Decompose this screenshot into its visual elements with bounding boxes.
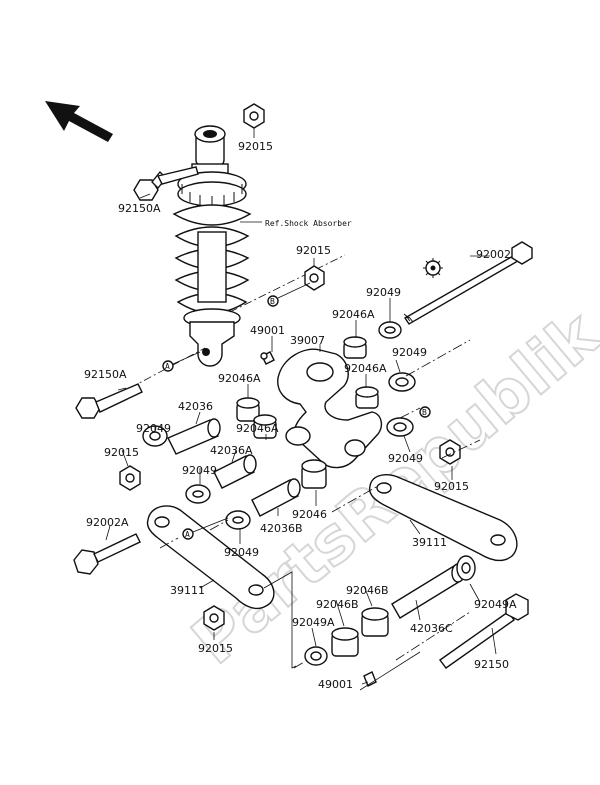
part-labels: 92015 92150A 92015 92002 92049 49001 390…: [84, 140, 517, 691]
bearing-92046b-1: [361, 607, 389, 637]
tie-rod-left: [146, 505, 275, 610]
label-39111: 39111: [412, 536, 447, 549]
collar-92049a-right: [456, 555, 476, 581]
label-92150: 92150: [474, 658, 509, 671]
label-92002: 92002: [476, 248, 511, 261]
collar-92049a-left: [304, 646, 328, 666]
bearing-right: [355, 386, 379, 409]
label-92046a: 92046A: [236, 422, 279, 435]
sleeve-42036a: [213, 454, 257, 489]
label-42036: 42036: [178, 400, 213, 413]
label-92049: 92049: [366, 286, 401, 299]
nut-lower-right: [439, 439, 461, 465]
svg-text:A: A: [185, 530, 190, 539]
long-bolt-upper: [403, 241, 533, 325]
label-92015: 92015: [104, 446, 139, 459]
bearing-left-2: [253, 414, 277, 439]
rocker-arm: [277, 348, 383, 469]
label-92049: 92049: [388, 452, 423, 465]
shock-absorber: [172, 125, 252, 367]
collar-right-1: [388, 372, 416, 392]
collar-right-2: [386, 417, 414, 437]
nut-top: [243, 103, 265, 129]
sleeve-42036: [167, 418, 221, 455]
label-92015: 92015: [238, 140, 273, 153]
label-92015: 92015: [434, 480, 469, 493]
label-92046b: 92046B: [346, 584, 389, 597]
nut-bottom-left: [203, 605, 225, 631]
marker-b-1: B: [267, 295, 279, 307]
label-92015: 92015: [296, 244, 331, 257]
label-92049a: 92049A: [292, 616, 335, 629]
label-39111: 39111: [170, 584, 205, 597]
label-42036b: 42036B: [260, 522, 303, 535]
front-arrow-icon: [45, 101, 113, 142]
label-39007: 39007: [290, 334, 325, 347]
label-92049: 92049: [182, 464, 217, 477]
reference-note: Ref.Shock Absorber: [265, 219, 352, 228]
bearing-upper: [343, 336, 367, 359]
svg-text:A: A: [165, 362, 170, 371]
marker-b-2: B: [419, 406, 431, 418]
label-92049: 92049: [392, 346, 427, 359]
label-42036a: 42036A: [210, 444, 253, 457]
nut-left: [119, 465, 141, 491]
sleeve-42036c: [391, 563, 465, 619]
long-bolt-92150: [439, 593, 529, 669]
label-92015: 92015: [198, 642, 233, 655]
marker-a-1: A: [162, 360, 174, 372]
collar-mid: [185, 484, 211, 504]
bolt-upper: [133, 166, 199, 201]
label-92049: 92049: [224, 546, 259, 559]
label-92046a: 92046A: [218, 372, 261, 385]
label-92150a: 92150A: [84, 368, 127, 381]
collar-lower: [225, 510, 251, 530]
label-92046a: 92046A: [344, 362, 387, 375]
nut-right: [304, 265, 325, 291]
tie-rod-right: [368, 474, 518, 562]
bearing-92046: [301, 459, 327, 489]
bearing-92046b-2: [331, 627, 359, 657]
label-92046b: 92046B: [316, 598, 359, 611]
sleeve-42036b: [251, 478, 301, 517]
label-92049: 92049: [136, 422, 171, 435]
label-92002a: 92002A: [86, 516, 129, 529]
label-92046a: 92046A: [332, 308, 375, 321]
label-49001: 49001: [318, 678, 353, 691]
label-92150a: 92150A: [118, 202, 161, 215]
gear-icon: [423, 258, 443, 278]
marker-a-2: A: [182, 528, 194, 540]
label-92046: 92046: [292, 508, 327, 521]
label-42036c: 42036C: [410, 622, 453, 635]
svg-text:B: B: [422, 408, 427, 417]
label-92049a: 92049A: [474, 598, 517, 611]
label-49001: 49001: [250, 324, 285, 337]
bolt-92002a: [73, 533, 141, 575]
svg-text:B: B: [270, 297, 275, 306]
collar-upper: [378, 321, 402, 339]
grease-nipple-upper: [260, 351, 275, 365]
bolt-lower: [75, 383, 143, 419]
